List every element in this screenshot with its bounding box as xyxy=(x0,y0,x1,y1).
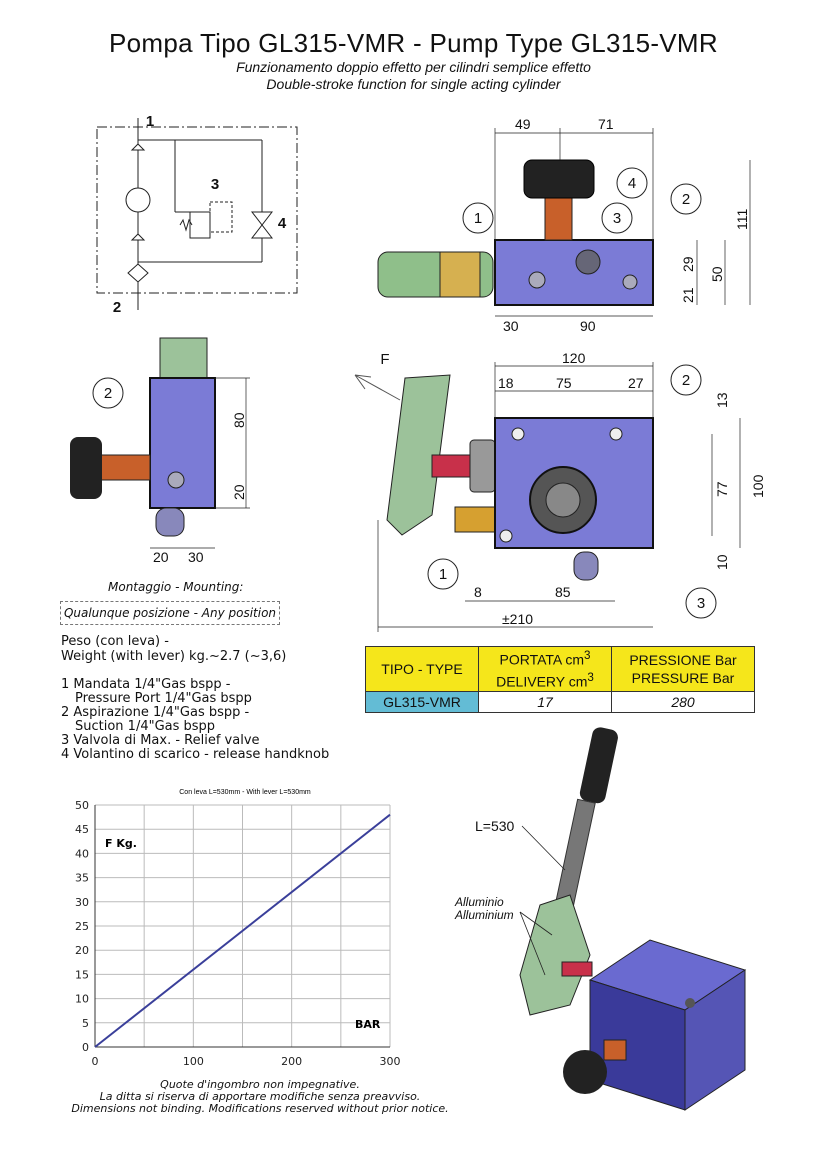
dim-front-18: 18 xyxy=(498,375,514,391)
callout-top-2: 2 xyxy=(682,191,690,208)
schematic-port-2: 2 xyxy=(113,299,121,316)
callout-top-4: 4 xyxy=(628,175,636,192)
subtitle-english: Double-stroke function for single acting… xyxy=(266,76,561,92)
weight-info: Peso (con leva) - Weight (with lever) kg… xyxy=(61,634,286,664)
page-title: Pompa Tipo GL315-VMR - Pump Type GL315-V… xyxy=(109,28,718,58)
y-tick-label: 50 xyxy=(75,799,89,812)
schematic-item-4: 4 xyxy=(278,215,287,232)
schematic-port-1: 1 xyxy=(146,113,154,130)
material-label-it: Alluminio xyxy=(454,895,504,909)
y-tick-label: 5 xyxy=(82,1017,89,1030)
superscript: 3 xyxy=(584,649,591,663)
disclaimer-line-3: Dimensions not binding. Modifications re… xyxy=(71,1102,449,1115)
header-delivery: PORTATA cm3 DELIVERY cm3 xyxy=(478,646,612,692)
callout-front-2: 2 xyxy=(682,372,690,389)
dim-front-100: 100 xyxy=(750,474,766,498)
weight-line-1: Peso (con leva) - xyxy=(61,634,169,649)
dim-top-30: 30 xyxy=(503,318,519,334)
side-view-drawing xyxy=(70,337,250,549)
port-item-2: 2 Aspirazione 1/4"Gas bspp - xyxy=(61,705,250,720)
mounting-value-text: Qualunque posizione - Any position xyxy=(63,606,277,620)
header-pressure-en: PRESSURE Bar xyxy=(631,670,735,686)
header-delivery-it: PORTATA cm xyxy=(499,652,585,668)
dim-side-80: 80 xyxy=(231,412,247,428)
dim-top-21: 21 xyxy=(680,287,696,303)
top-view-dimension-lines xyxy=(494,128,751,317)
cell-type: GL315-VMR xyxy=(365,691,479,713)
callout-top-1: 1 xyxy=(474,210,482,227)
ports-list: 1 Mandata 1/4"Gas bspp - Pressure Port 1… xyxy=(61,678,329,762)
dim-top-29: 29 xyxy=(680,256,696,272)
y-tick-label: 45 xyxy=(75,823,89,836)
x-tick-label: 200 xyxy=(281,1055,302,1068)
disclaimer-line-2: La ditta si riserva di apportare modific… xyxy=(99,1090,421,1103)
chart-title: Con leva L=530mm - With lever L=530mm xyxy=(179,789,311,796)
dim-side-30: 30 xyxy=(188,549,204,565)
port-item-4: 4 Volantino di scarico - release handkno… xyxy=(61,747,330,762)
x-tick-label: 0 xyxy=(92,1055,99,1068)
port-item-3: 3 Valvola di Max. - Relief valve xyxy=(61,733,260,748)
x-tick-label: 300 xyxy=(380,1055,401,1068)
dim-top-50: 50 xyxy=(709,266,725,282)
weight-line-2: Weight (with lever) kg.~2.7 (~3,6) xyxy=(61,649,287,664)
y-axis-label: F Kg. xyxy=(105,837,137,850)
dim-front-10: 10 xyxy=(714,554,730,570)
y-tick-label: 25 xyxy=(75,920,89,933)
header-pressure-it: PRESSIONE Bar xyxy=(629,652,737,668)
disclaimer: Quote d'ingombro non impegnative. La dit… xyxy=(40,1079,480,1115)
dim-side-20: 20 xyxy=(153,549,169,565)
y-tick-label: 35 xyxy=(75,872,89,885)
dim-front-210: ±210 xyxy=(502,611,533,627)
callout-front-1: 1 xyxy=(439,566,447,583)
schematic-item-3: 3 xyxy=(211,176,219,193)
lever-length-label: L=530 xyxy=(475,818,515,834)
callout-front-3: 3 xyxy=(697,595,705,612)
dim-front-27: 27 xyxy=(628,375,644,391)
x-tick-label: 100 xyxy=(183,1055,204,1068)
y-tick-label: 0 xyxy=(82,1041,89,1054)
dim-side-20-vertical: 20 xyxy=(231,484,247,500)
material-label-en: Alluminium xyxy=(454,908,514,922)
dim-top-71: 71 xyxy=(598,116,614,132)
front-view-dimension-lines xyxy=(377,362,741,632)
spec-table: TIPO - TYPE PORTATA cm3 DELIVERY cm3 PRE… xyxy=(365,646,755,713)
disclaimer-line-1: Quote d'ingombro non impegnative. xyxy=(160,1078,360,1091)
mounting-label: Montaggio - Mounting: xyxy=(108,580,244,594)
top-view-drawing xyxy=(377,159,654,306)
dim-front-13: 13 xyxy=(714,392,730,408)
dim-front-8: 8 xyxy=(474,584,482,600)
port-item-1: 1 Mandata 1/4"Gas bspp - xyxy=(61,677,231,692)
cell-delivery: 17 xyxy=(478,691,612,713)
front-view-drawing xyxy=(354,374,654,581)
header-type: TIPO - TYPE xyxy=(365,646,479,692)
isometric-pump-view xyxy=(519,727,747,1111)
subtitle-italian: Funzionamento doppio effetto per cilindr… xyxy=(236,59,591,75)
port-item-1-en: Pressure Port 1/4"Gas bspp xyxy=(75,691,252,706)
force-label: F xyxy=(380,351,389,368)
dim-top-49: 49 xyxy=(515,116,531,132)
y-tick-label: 40 xyxy=(75,847,89,860)
dim-front-85: 85 xyxy=(555,584,571,600)
y-tick-label: 20 xyxy=(75,944,89,957)
port-item-2-en: Suction 1/4"Gas bspp xyxy=(75,719,216,734)
hydraulic-schematic xyxy=(96,118,298,310)
series-line-F xyxy=(94,813,391,1048)
y-tick-label: 10 xyxy=(75,993,89,1006)
dim-top-90: 90 xyxy=(580,318,596,334)
y-tick-label: 15 xyxy=(75,968,89,981)
header-pressure: PRESSIONE Bar PRESSURE Bar xyxy=(611,646,755,692)
cell-pressure: 280 xyxy=(611,691,755,713)
dim-top-111: 111 xyxy=(734,209,750,230)
superscript: 3 xyxy=(587,671,594,684)
callout-side-2: 2 xyxy=(104,385,112,402)
y-tick-label: 30 xyxy=(75,896,89,909)
callout-top-3: 3 xyxy=(613,210,621,227)
dim-front-77: 77 xyxy=(714,481,730,497)
x-axis-label: BAR xyxy=(355,1018,381,1031)
dim-front-75: 75 xyxy=(556,375,572,391)
mounting-value: Qualunque posizione - Any position xyxy=(60,601,280,625)
dim-front-120: 120 xyxy=(562,350,586,366)
header-delivery-en: DELIVERY cm xyxy=(496,673,588,690)
force-pressure-chart: Con leva L=530mm - With lever L=530mm 0 5… xyxy=(75,789,401,1068)
